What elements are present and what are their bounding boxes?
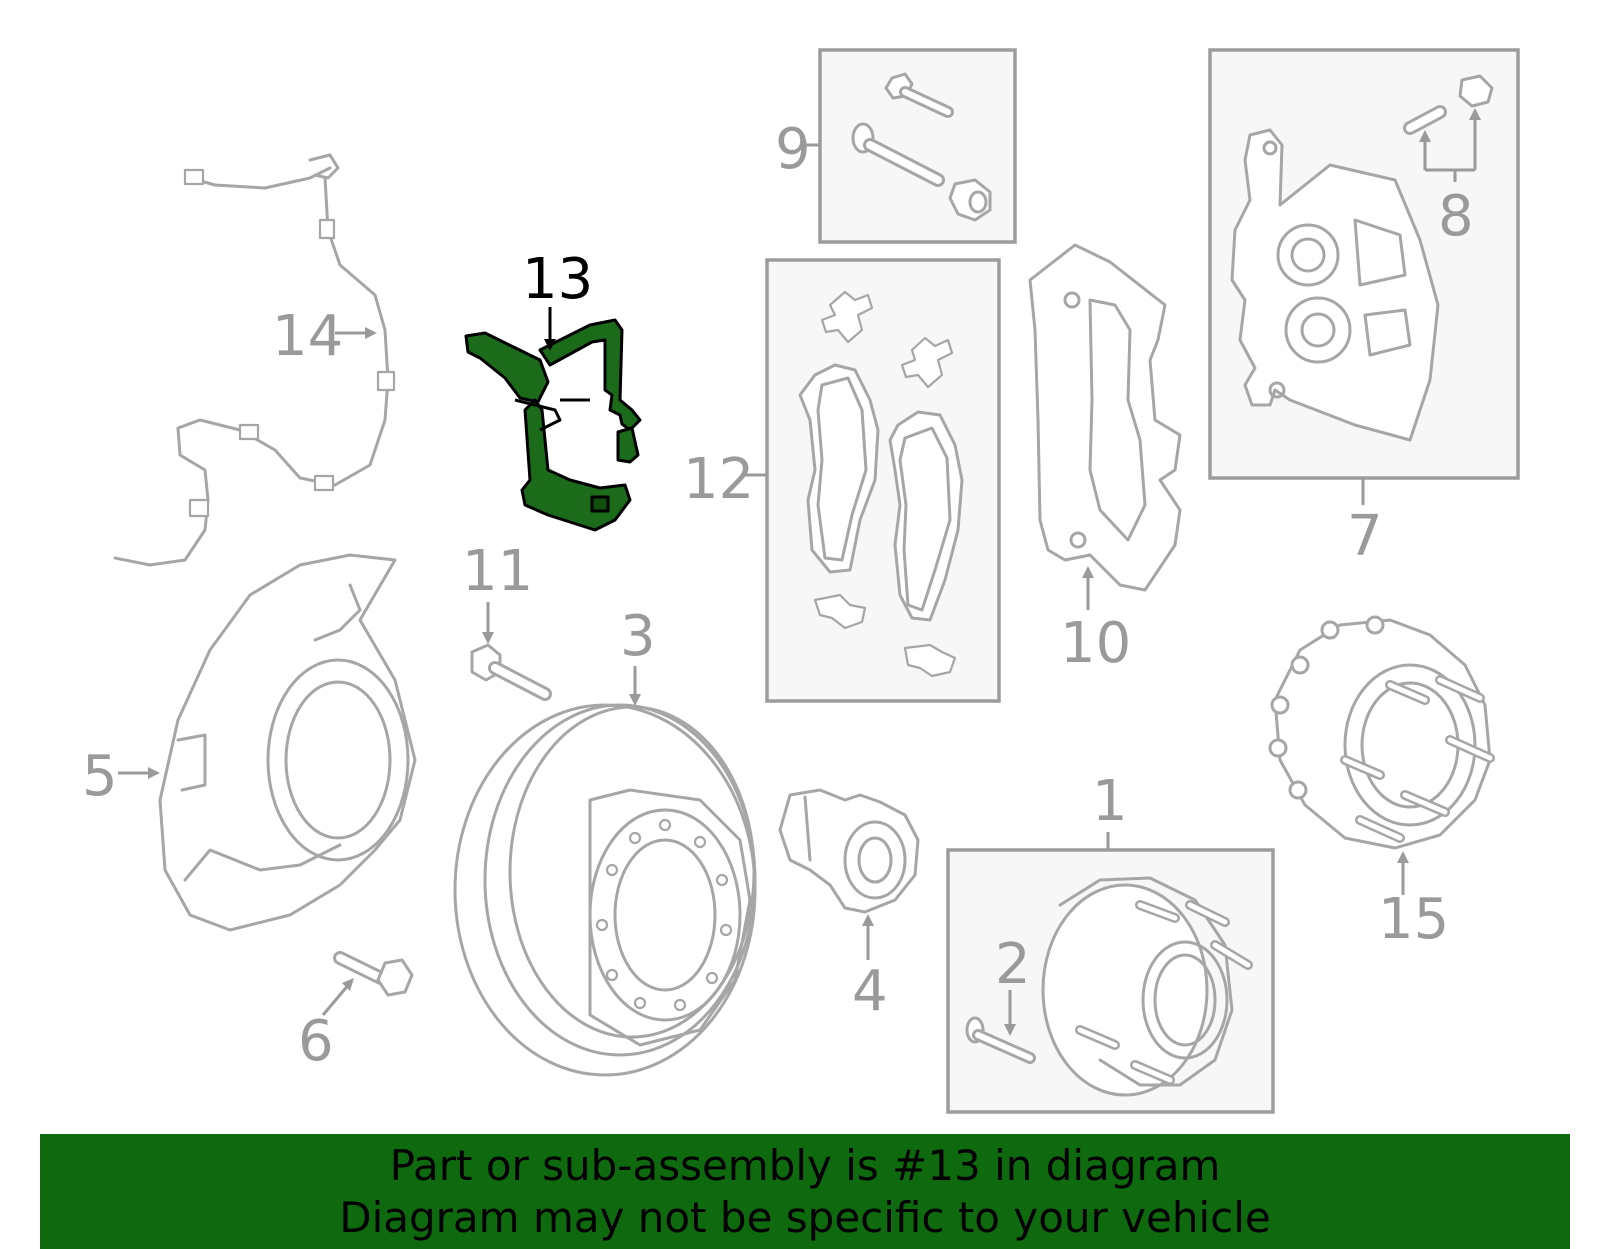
bolt-icon xyxy=(884,72,954,118)
callout-9: 9 xyxy=(775,117,811,182)
callout-14: 14 xyxy=(272,304,343,369)
bolt-icon xyxy=(333,951,414,997)
callout-10: 10 xyxy=(1060,611,1131,676)
arrowhead xyxy=(1397,851,1409,863)
arrowhead xyxy=(862,914,874,926)
bushing-icon xyxy=(948,178,992,222)
part-8-group[interactable]: 8 xyxy=(1403,74,1494,249)
callout-11: 11 xyxy=(462,539,533,604)
caliper-bracket-icon xyxy=(1028,243,1182,592)
part-10-group[interactable]: 10 xyxy=(1028,243,1182,676)
callout-3: 3 xyxy=(620,604,656,669)
shim-clip-icon xyxy=(813,593,957,678)
brake-rotor-icon xyxy=(453,703,757,1077)
callout-4: 4 xyxy=(852,959,888,1024)
banner-line-2: Diagram may not be specific to your vehi… xyxy=(339,1193,1271,1242)
arrowhead xyxy=(1419,130,1431,142)
bleeder-screw-icon xyxy=(1403,105,1447,135)
arrowhead xyxy=(1469,108,1481,120)
callout-6: 6 xyxy=(298,1009,334,1074)
hub-assembly-icon xyxy=(1041,876,1253,1097)
wheel-stud-icon xyxy=(965,1016,1036,1064)
callout-8: 8 xyxy=(1438,184,1474,249)
callout-12: 12 xyxy=(683,447,754,512)
part-3-group[interactable]: 3 xyxy=(453,604,757,1077)
part-14-group[interactable]: 14 xyxy=(113,153,396,567)
arrowhead xyxy=(544,339,556,351)
guide-pin-icon xyxy=(851,122,945,187)
part-12-group[interactable]: 12 xyxy=(683,258,1001,703)
abs-sensor-wire-icon xyxy=(113,153,396,567)
part-11-group[interactable]: 11 xyxy=(462,539,552,701)
bolt-icon xyxy=(470,643,552,701)
arrowhead xyxy=(629,694,641,706)
callout-15: 15 xyxy=(1378,887,1449,952)
callout-13: 13 xyxy=(522,247,593,312)
part-1-group[interactable]: 1 2 xyxy=(946,769,1275,1114)
box-part-12 xyxy=(765,258,1001,703)
wheel-bearing-icon xyxy=(778,788,920,914)
brake-pad-icon xyxy=(798,363,964,622)
arrowhead xyxy=(482,632,494,644)
part-9-group[interactable]: 9 xyxy=(775,48,1017,244)
splash-shield-icon xyxy=(158,553,417,932)
part-15-group[interactable]: 15 xyxy=(1268,615,1495,952)
info-banner: Part or sub-assembly is #13 in diagram D… xyxy=(40,1134,1570,1249)
part-4-group[interactable]: 4 xyxy=(778,788,920,1024)
callout-7: 7 xyxy=(1347,504,1383,569)
arrowhead xyxy=(1082,566,1094,578)
part-5-group[interactable]: 5 xyxy=(82,553,417,932)
bleeder-cap-icon xyxy=(1458,74,1494,108)
arrowhead xyxy=(342,978,354,991)
arrowhead xyxy=(365,327,377,339)
pad-clip-icon xyxy=(820,290,954,389)
part-7-group[interactable]: 7 xyxy=(1208,48,1520,569)
callout-1: 1 xyxy=(1092,769,1128,834)
banner-line-1: Part or sub-assembly is #13 in diagram xyxy=(389,1141,1221,1190)
wheel-hub-icon xyxy=(1268,615,1495,850)
caliper-icon xyxy=(1230,128,1440,442)
part-13-group[interactable]: 13 xyxy=(464,247,642,532)
callout-2: 2 xyxy=(995,932,1031,997)
arrowhead xyxy=(1004,1024,1016,1036)
arrowhead xyxy=(148,767,160,779)
callout-5: 5 xyxy=(82,744,118,809)
part-6-group[interactable]: 6 xyxy=(298,951,414,1074)
brake-hose-bracket-icon xyxy=(464,318,642,532)
